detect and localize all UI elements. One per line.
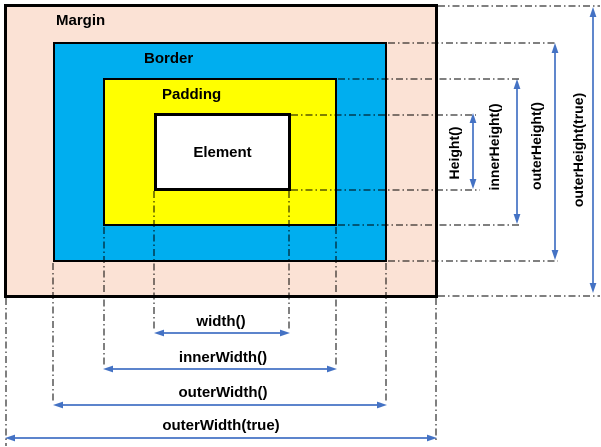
height-label: Height() — [446, 126, 462, 180]
outer-height-true-label: outerHeight(true) — [570, 92, 586, 208]
padding-label: Padding — [162, 86, 222, 103]
outer-height-arrow — [551, 43, 559, 260]
height-arrow — [469, 113, 477, 189]
outer-width-true-label: outerWidth(true) — [162, 417, 280, 434]
margin-label: Margin — [56, 12, 106, 29]
element-label: Element — [193, 143, 252, 161]
inner-height-arrow — [513, 79, 521, 224]
width-label: width() — [196, 313, 246, 330]
width-arrow — [154, 329, 290, 337]
outer-width-true-arrow — [5, 434, 437, 442]
inner-width-arrow — [103, 365, 337, 373]
inner-width-label: innerWidth() — [178, 349, 268, 366]
outer-width-label: outerWidth() — [178, 384, 268, 401]
border-label: Border — [144, 50, 194, 67]
outer-height-true-arrow — [589, 7, 597, 293]
outer-width-arrow — [53, 401, 387, 409]
element-box: Element — [154, 113, 291, 191]
inner-height-label: innerHeight() — [486, 103, 502, 191]
outer-height-label: outerHeight() — [528, 102, 544, 190]
